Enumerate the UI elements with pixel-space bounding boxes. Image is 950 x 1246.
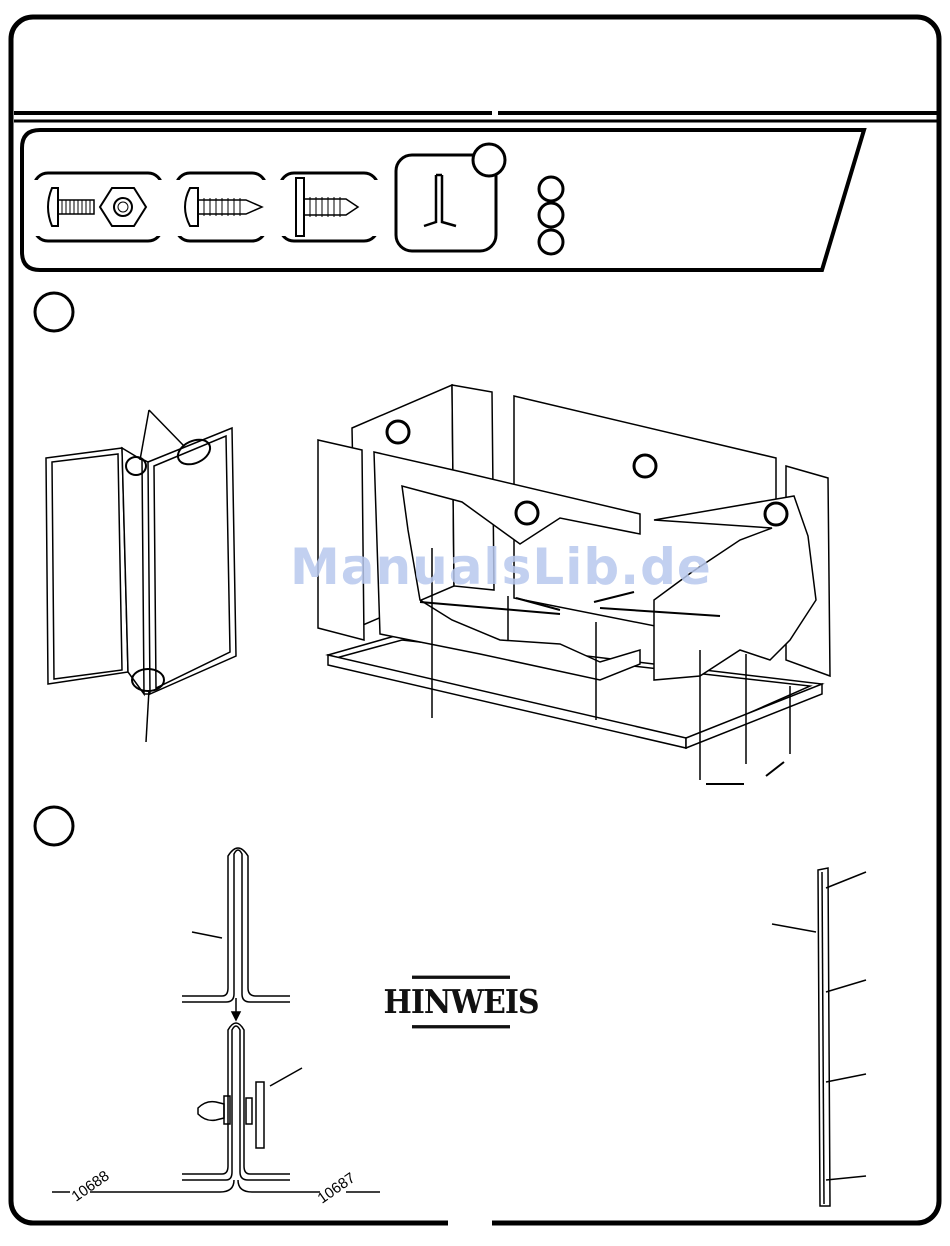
callout-circles: [539, 177, 563, 254]
drill-screw-icon: [274, 173, 384, 241]
t-profile-bolt-drawing: [52, 1023, 380, 1192]
border-gap: [448, 1214, 492, 1228]
t-connector-icon: [396, 144, 505, 251]
header-rule: [14, 109, 938, 121]
folded-panels-drawing: [46, 410, 236, 742]
t-profile-drawing: [182, 848, 290, 1020]
bolt-nut-icon: [28, 173, 166, 241]
vertical-post-drawing: [772, 868, 866, 1206]
part-number-right: 10687: [315, 1169, 359, 1207]
step-1-circle: [35, 293, 73, 331]
screw-icon: [170, 173, 272, 241]
watermark: ManualsLib.de: [290, 538, 712, 596]
notice-label: HINWEIS: [412, 976, 510, 1029]
step-2-circle: [35, 807, 73, 845]
part-number-left: 10688: [69, 1167, 113, 1205]
